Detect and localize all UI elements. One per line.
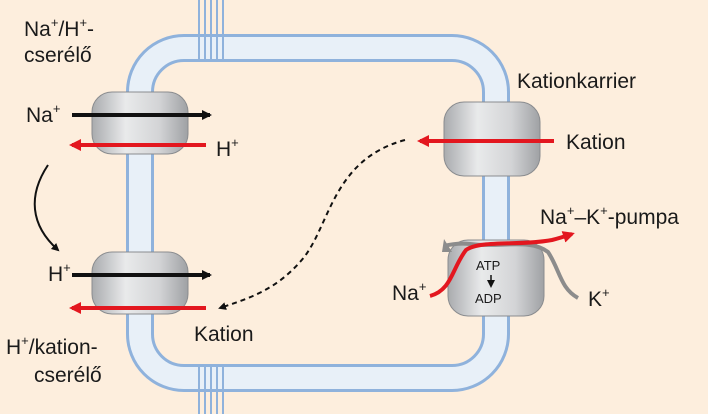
junction-bottom — [198, 366, 224, 414]
h-kation-exchanger-protein — [91, 251, 189, 315]
junction-top — [198, 0, 224, 60]
kation-bottom-label: Kation — [194, 323, 254, 346]
na-top-label: Na+ — [26, 101, 60, 127]
cell-membrane — [126, 34, 510, 392]
adp-label: ADP — [475, 291, 502, 306]
kation-carrier-title: Kationkarrier — [517, 70, 636, 93]
coupling-curve-arrow — [33, 164, 60, 252]
h-top-label: H+ — [216, 135, 239, 161]
na-pump-label: Na+ — [392, 279, 426, 305]
na-k-pump-protein — [447, 239, 545, 317]
h-kation-exchanger-title: H+/kation- — [6, 333, 98, 359]
na-h-exchanger-title-2: cserélő — [24, 44, 92, 67]
h-bottom-label: H+ — [48, 260, 71, 286]
kation-right-label: Kation — [566, 131, 626, 154]
na-h-exchanger-protein — [91, 91, 189, 155]
k-pump-label: K+ — [588, 285, 610, 311]
atp-label: ATP — [476, 258, 500, 273]
h-kation-exchanger-title-2: cserélő — [34, 364, 102, 387]
na-k-pump-title: Na+–K+-pumpa — [540, 203, 679, 229]
na-h-exchanger-title: Na+/H+- — [24, 15, 94, 41]
pump-na-arrow — [429, 231, 575, 298]
kation-dashed-path — [218, 139, 406, 310]
pump-k-arrowhead — [442, 239, 452, 252]
